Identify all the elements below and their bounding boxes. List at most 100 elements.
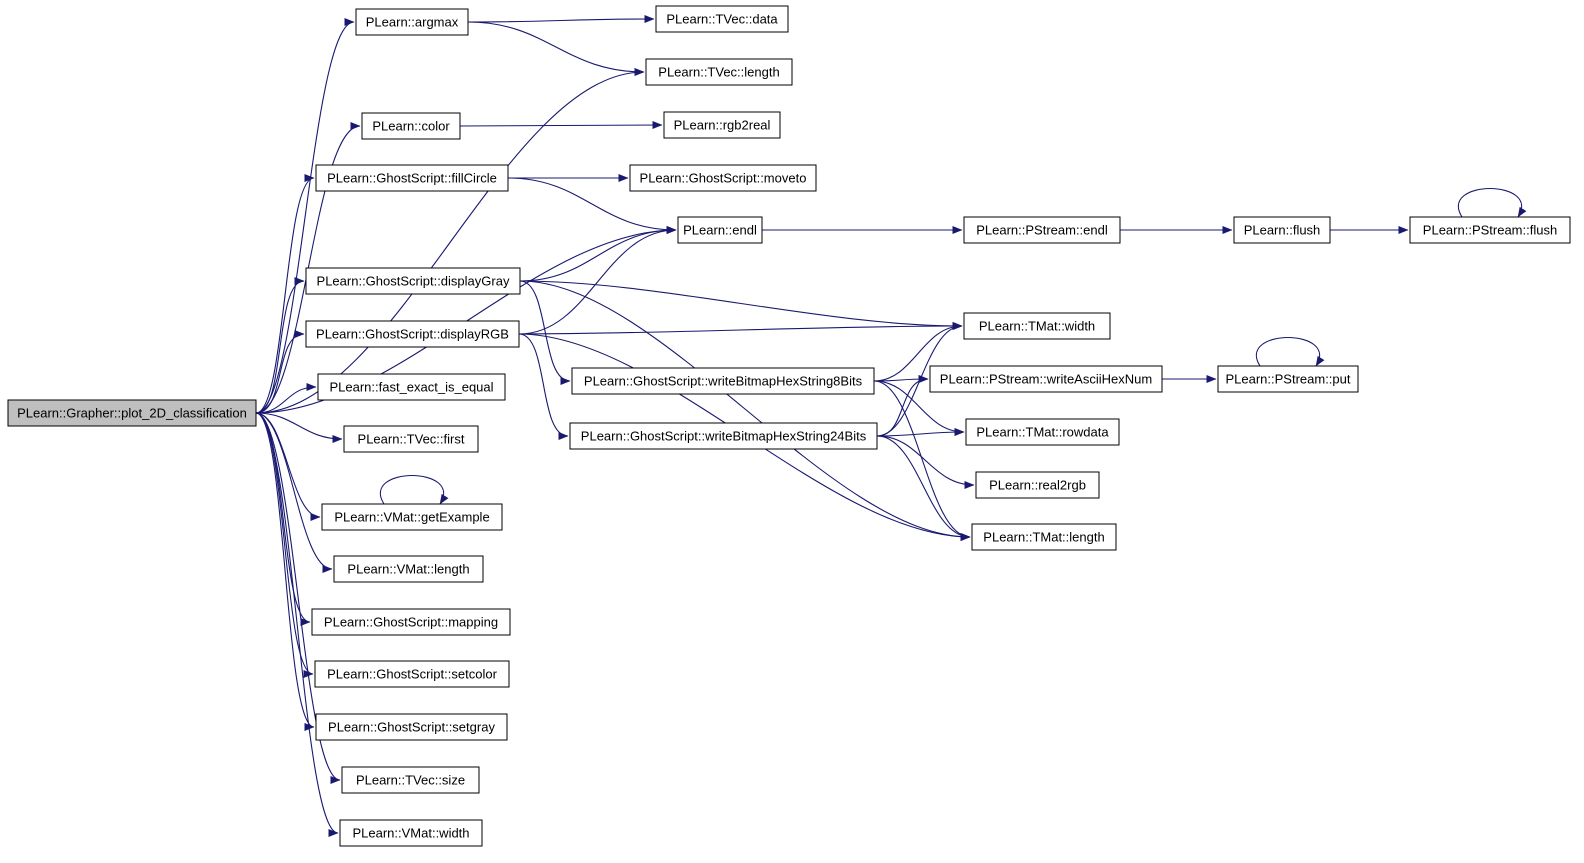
node-flush[interactable]: PLearn::flush [1233, 216, 1331, 244]
node-real2rgb[interactable]: PLearn::real2rgb [975, 471, 1100, 499]
node-displaygray[interactable]: PLearn::GhostScript::displayGray [305, 267, 521, 295]
node-box-w8bits[interactable] [571, 367, 875, 395]
node-box-tmat-width[interactable] [963, 312, 1111, 340]
node-tvec-data[interactable]: PLearn::TVec::data [655, 5, 789, 33]
node-box-setgray[interactable] [315, 713, 508, 741]
edge-getexample-to-getexample [380, 474, 449, 505]
node-pstream-flush[interactable]: PLearn::PStream::flush [1409, 216, 1571, 244]
edge-plot-to-displaygray [255, 277, 305, 414]
edge-w24bits-to-rowdata [876, 428, 965, 437]
node-displayrgb[interactable]: PLearn::GhostScript::displayRGB [305, 320, 520, 348]
node-tvec-length[interactable]: PLearn::TVec::length [645, 58, 793, 86]
node-box-rowdata[interactable] [965, 418, 1120, 446]
edge-fillcircle-to-endl [507, 177, 677, 234]
node-endl[interactable]: PLearn::endl [677, 216, 763, 244]
node-argmax[interactable]: PLearn::argmax [355, 8, 469, 36]
node-box-real2rgb[interactable] [975, 471, 1100, 499]
node-fillcircle[interactable]: PLearn::GhostScript::fillCircle [315, 164, 509, 192]
node-box-getexample[interactable] [321, 503, 503, 531]
edge-argmax-to-tvec-length [467, 21, 645, 76]
node-box-fast-exact[interactable] [317, 373, 506, 401]
node-box-displaygray[interactable] [305, 267, 521, 295]
node-label-vmat-length: PLearn::VMat::length [347, 562, 469, 577]
edge-w24bits-to-tmat-width [876, 322, 963, 437]
node-vmat-width[interactable]: PLearn::VMat::width [339, 819, 483, 847]
node-box-hexnum[interactable] [929, 365, 1163, 393]
node-box-argmax[interactable] [355, 8, 469, 36]
node-box-color[interactable] [361, 112, 461, 140]
node-w24bits[interactable]: PLearn::GhostScript::writeBitmapHexStrin… [569, 422, 878, 450]
node-box-tvec-first[interactable] [343, 425, 479, 453]
edge-put-to-put [1256, 336, 1325, 367]
node-mapping[interactable]: PLearn::GhostScript::mapping [311, 608, 511, 636]
edge-displaygray-to-tmat-width [519, 280, 963, 330]
node-box-mapping[interactable] [311, 608, 511, 636]
edge-w24bits-to-real2rgb [876, 435, 975, 489]
node-box-vmat-length[interactable] [333, 555, 484, 583]
node-box-fillcircle[interactable] [315, 164, 509, 192]
edge-displayrgb-to-endl [518, 226, 677, 335]
node-box-setcolor[interactable] [314, 660, 510, 688]
node-label-real2rgb: PLearn::real2rgb [989, 478, 1086, 493]
node-label-rowdata: PLearn::TMat::rowdata [976, 425, 1109, 440]
edge-displayrgb-to-w24bits [518, 333, 569, 440]
node-setgray[interactable]: PLearn::GhostScript::setgray [315, 713, 508, 741]
node-pstream-endl[interactable]: PLearn::PStream::endl [963, 216, 1121, 244]
node-tmat-length[interactable]: PLearn::TMat::length [971, 523, 1117, 551]
edge-w24bits-to-tmat-length [876, 435, 971, 541]
node-box-displayrgb[interactable] [305, 320, 520, 348]
node-vmat-length[interactable]: PLearn::VMat::length [333, 555, 484, 583]
node-rgb2real[interactable]: PLearn::rgb2real [663, 111, 781, 139]
node-box-put[interactable] [1217, 365, 1359, 393]
node-label-tmat-width: PLearn::TMat::width [979, 319, 1095, 334]
node-put[interactable]: PLearn::PStream::put [1217, 365, 1359, 393]
node-box-tvec-size[interactable] [341, 766, 480, 794]
node-box-plot[interactable] [7, 399, 257, 427]
node-label-moveto: PLearn::GhostScript::moveto [640, 171, 807, 186]
node-box-pstream-flush[interactable] [1409, 216, 1571, 244]
node-box-tvec-length[interactable] [645, 58, 793, 86]
node-tmat-width[interactable]: PLearn::TMat::width [963, 312, 1111, 340]
node-w8bits[interactable]: PLearn::GhostScript::writeBitmapHexStrin… [571, 367, 875, 395]
node-box-moveto[interactable] [629, 164, 817, 192]
edge-plot-to-vmat-length [255, 412, 333, 573]
node-box-pstream-endl[interactable] [963, 216, 1121, 244]
node-label-fast-exact: PLearn::fast_exact_is_equal [329, 380, 493, 395]
edge-plot-to-setgray [255, 412, 315, 731]
node-plot[interactable]: PLearn::Grapher::plot_2D_classification [7, 399, 257, 427]
edge-w8bits-to-rowdata [873, 380, 965, 436]
edge-plot-to-getexample [255, 412, 321, 521]
node-box-tvec-data[interactable] [655, 5, 789, 33]
node-box-rgb2real[interactable] [663, 111, 781, 139]
node-label-argmax: PLearn::argmax [366, 15, 459, 30]
edge-displaygray-to-w8bits [519, 280, 571, 385]
node-label-color: PLearn::color [372, 119, 450, 134]
node-fast-exact[interactable]: PLearn::fast_exact_is_equal [317, 373, 506, 401]
node-hexnum[interactable]: PLearn::PStream::writeAsciiHexNum [929, 365, 1163, 393]
node-box-endl[interactable] [677, 216, 763, 244]
edge-displaygray-to-tmat-length [519, 280, 971, 541]
node-label-tvec-data: PLearn::TVec::data [666, 12, 778, 27]
node-label-pstream-flush: PLearn::PStream::flush [1423, 223, 1557, 238]
node-label-setcolor: PLearn::GhostScript::setcolor [327, 667, 497, 682]
node-label-plot: PLearn::Grapher::plot_2D_classification [17, 406, 247, 421]
node-box-tmat-length[interactable] [971, 523, 1117, 551]
node-box-vmat-width[interactable] [339, 819, 483, 847]
node-setcolor[interactable]: PLearn::GhostScript::setcolor [314, 660, 510, 688]
node-tvec-size[interactable]: PLearn::TVec::size [341, 766, 480, 794]
node-label-tvec-length: PLearn::TVec::length [658, 65, 779, 80]
node-box-flush[interactable] [1233, 216, 1331, 244]
node-label-flush: PLearn::flush [1244, 223, 1321, 238]
node-box-w24bits[interactable] [569, 422, 878, 450]
node-rowdata[interactable]: PLearn::TMat::rowdata [965, 418, 1120, 446]
node-color[interactable]: PLearn::color [361, 112, 461, 140]
node-tvec-first[interactable]: PLearn::TVec::first [343, 425, 479, 453]
edge-plot-to-setcolor [255, 412, 314, 678]
node-label-endl: PLearn::endl [683, 223, 757, 238]
node-label-put: PLearn::PStream::put [1225, 372, 1350, 387]
node-moveto[interactable]: PLearn::GhostScript::moveto [629, 164, 817, 192]
node-getexample[interactable]: PLearn::VMat::getExample [321, 503, 503, 531]
node-label-displayrgb: PLearn::GhostScript::displayRGB [316, 327, 509, 342]
